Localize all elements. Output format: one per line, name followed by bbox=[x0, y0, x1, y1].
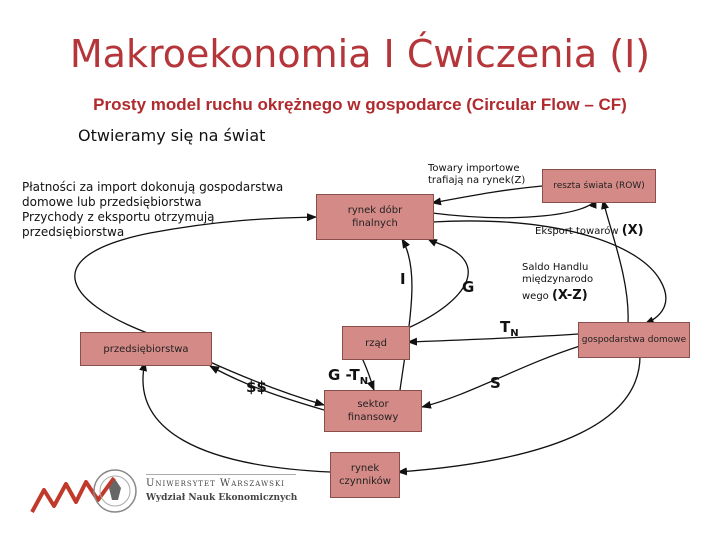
arrow-gov-to-finance bbox=[361, 357, 375, 391]
gov-spending-label: G bbox=[462, 278, 475, 296]
goods-market-box: rynek dóbr finalnych bbox=[316, 194, 434, 240]
faculty-name: Wydział Nauk Ekonomicznych bbox=[146, 493, 298, 503]
investment-label: I bbox=[400, 270, 406, 288]
logo-divider bbox=[146, 474, 296, 475]
government-box: rząd bbox=[342, 326, 410, 360]
faculty-logo-icon bbox=[30, 476, 116, 513]
arrow-households-to-factors bbox=[397, 355, 641, 476]
trade-balance-line2: międzynarodo bbox=[522, 274, 594, 285]
financial-sector-box: sektor finansowy bbox=[324, 390, 422, 432]
arrow-firms-to-goods bbox=[74, 213, 317, 335]
slide-title: Makroekonomia I Ćwiczenia (I) bbox=[69, 32, 651, 76]
savings-label: S bbox=[490, 374, 501, 392]
trade-balance-line3: wego (X-Z) bbox=[522, 288, 588, 303]
firms-box: przedsiębiorstwa bbox=[80, 332, 212, 366]
arrow-households-to-finance bbox=[421, 345, 581, 409]
firms-label: przedsiębiorstwa bbox=[103, 343, 189, 355]
note-line: domowe lub przedsiębiorstwa bbox=[22, 195, 202, 209]
arrow-goods-to-households bbox=[431, 220, 667, 325]
goods-market-label: rynek dóbr finalnych bbox=[347, 205, 403, 229]
slide-subtitle: Prosty model ruchu okrężnego w gospodarc… bbox=[93, 95, 627, 114]
imports-line2: trafiają na rynek(Z) bbox=[428, 175, 526, 186]
exports-text: Eksport towarów bbox=[535, 226, 619, 237]
arrow-row-to-goods bbox=[431, 185, 543, 206]
rest-of-world-box: reszta świata (ROW) bbox=[542, 169, 656, 203]
exports-x: (X) bbox=[621, 223, 644, 238]
arrow-finance-to-firms bbox=[209, 365, 325, 411]
note-line: przedsiębiorstwa bbox=[22, 225, 125, 239]
note-line: Przychody z eksportu otrzymują bbox=[22, 210, 215, 224]
note-line: Płatności za import dokonują gospodarstw… bbox=[22, 180, 284, 194]
arrow-goods-to-row bbox=[431, 198, 597, 219]
university-seal-icon bbox=[93, 469, 137, 513]
arrow-households-to-gov bbox=[407, 333, 579, 346]
deficit-label: G -TN bbox=[328, 366, 369, 387]
factor-market-label: rynek czynników bbox=[339, 463, 391, 487]
arrow-firms-to-finance bbox=[209, 361, 325, 407]
financial-sector-label: sektor finansowy bbox=[347, 399, 399, 423]
rest-of-world-label: reszta świata (ROW) bbox=[553, 180, 645, 191]
households-label: gospodarstwa domowe bbox=[581, 334, 687, 345]
trade-balance-line1: Saldo Handlu bbox=[522, 262, 589, 273]
payments-note: Płatności za import dokonują gospodarstw… bbox=[22, 180, 322, 240]
imports-label: Towary importowe trafiają na rynek(Z) bbox=[428, 163, 525, 187]
money-label: $$ bbox=[246, 378, 267, 396]
factor-market-box: rynek czynników bbox=[330, 452, 400, 498]
arrow-gov-to-goods bbox=[407, 238, 469, 329]
exports-label: Eksport towarów (X) bbox=[535, 223, 644, 238]
university-name: Uniwersytet Warszawski bbox=[146, 478, 285, 489]
net-taxes-label: TN bbox=[500, 318, 519, 339]
arrow-factors-to-firms bbox=[139, 361, 331, 473]
arrow-households-to-row bbox=[601, 199, 629, 324]
imports-line1: Towary importowe bbox=[428, 163, 520, 174]
section-heading: Otwieramy się na świat bbox=[78, 126, 266, 145]
households-box: gospodarstwa domowe bbox=[578, 322, 690, 358]
government-label: rząd bbox=[365, 337, 387, 349]
arrow-finance-to-goods bbox=[399, 238, 413, 391]
trade-balance-label: Saldo Handlu międzynarodo wego (X-Z) bbox=[522, 262, 593, 303]
